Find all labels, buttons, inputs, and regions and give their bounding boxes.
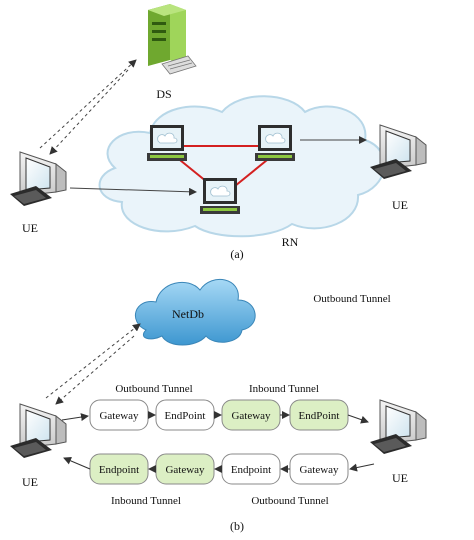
- ue-right-label-b: UE: [392, 471, 408, 485]
- top-node-label: Gateway: [99, 410, 139, 422]
- netdb-label: NetDb: [172, 307, 204, 321]
- ue-left-label-a: UE: [22, 221, 38, 235]
- top-node-label: Gateway: [231, 410, 271, 422]
- caption-a: (a): [230, 247, 243, 261]
- bottom-node-label: Endpoint: [99, 464, 139, 476]
- relay-network-cloud: [98, 95, 386, 238]
- inbound-tunnel-label-1: Inbound Tunnel: [249, 383, 319, 395]
- bottom-node-label: Endpoint: [231, 464, 271, 476]
- user-equipment-icon: [10, 151, 67, 206]
- caption-b: (b): [230, 519, 244, 533]
- user-equipment-icon: [370, 399, 427, 454]
- bottom-node-label: Gateway: [299, 464, 339, 476]
- bottom-tunnel-row: Endpoint Gateway Endpoint Gateway: [89, 453, 349, 485]
- bottom-row-arrows: [63, 457, 375, 473]
- user-equipment-icon: [10, 403, 67, 458]
- top-node-label: EndPoint: [165, 410, 206, 422]
- ds-label: DS: [156, 87, 171, 101]
- outbound-tunnel-label-2: Outbound Tunnel: [251, 495, 328, 507]
- ue-right-label-a: UE: [392, 198, 408, 212]
- top-row-arrows: [61, 411, 369, 424]
- outbound-tunnel-top-right: Outbound Tunnel: [313, 293, 390, 305]
- top-tunnel-row: Gateway EndPoint Gateway EndPoint: [89, 399, 349, 431]
- inbound-tunnel-label-2: Inbound Tunnel: [111, 495, 181, 507]
- rn-label: RN: [282, 235, 299, 249]
- ue-left-label-b: UE: [22, 475, 38, 489]
- relay-node-icon: [200, 178, 240, 214]
- user-equipment-icon: [370, 124, 427, 179]
- netdb-arrows: [45, 323, 141, 405]
- top-node-label: EndPoint: [299, 410, 340, 422]
- directory-server-icon: [148, 4, 197, 75]
- connection-arrows-a: [39, 59, 367, 196]
- netdb-cloud-icon: [135, 279, 256, 346]
- relay-node-icon: [147, 125, 187, 161]
- outbound-tunnel-label-1: Outbound Tunnel: [115, 383, 192, 395]
- relay-node-icon: [255, 125, 295, 161]
- bottom-node-label: Gateway: [165, 464, 205, 476]
